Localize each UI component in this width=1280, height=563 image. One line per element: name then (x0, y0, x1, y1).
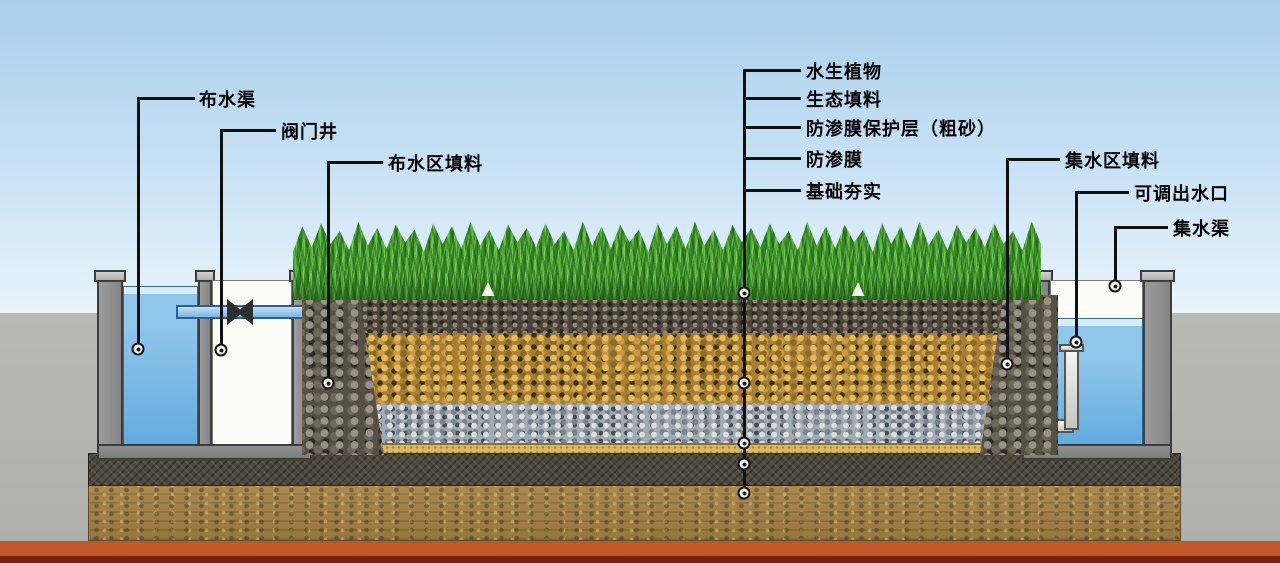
distribution-zone-rock-fill (302, 295, 384, 455)
leader-line (222, 129, 276, 132)
point-marker (321, 376, 335, 390)
left-bottom-slab (97, 444, 312, 460)
leader-line (746, 97, 801, 100)
point-marker (737, 436, 751, 450)
bottom-strip-dark-red (0, 556, 1280, 563)
label-ecological-fill: 生态填料 (806, 90, 882, 110)
ecological-fill-layer (300, 333, 1032, 403)
point-marker (737, 457, 751, 471)
leader-line (746, 189, 801, 192)
leader-line (1114, 226, 1168, 229)
soil-layer (88, 485, 1181, 541)
label-collection-channel: 集水渠 (1173, 219, 1230, 239)
leader-line (220, 129, 223, 350)
point-marker (131, 342, 145, 356)
leader-line (1075, 191, 1129, 194)
label-valve-well: 阀门井 (281, 122, 338, 142)
label-impermeable-membrane: 防渗膜 (806, 150, 863, 170)
left-outer-wall (97, 280, 123, 446)
leader-line (137, 97, 140, 349)
right-outer-wall (1143, 280, 1172, 446)
adjustable-outlet-pipe-vertical (1064, 350, 1079, 430)
leader-line (1006, 158, 1060, 161)
leader-line (1006, 158, 1009, 364)
leader-line (139, 97, 195, 100)
top-gravel-layer (300, 297, 1032, 333)
point-marker (1108, 279, 1122, 293)
leader-line (1114, 226, 1117, 286)
point-marker (737, 486, 751, 500)
label-distribution-channel: 布水渠 (199, 90, 256, 110)
point-marker (1069, 335, 1083, 349)
label-adjustable-outlet: 可调出水口 (1134, 184, 1229, 204)
label-membrane-protection-layer: 防渗膜保护层（粗砂） (806, 119, 996, 139)
label-collection-zone-fill: 集水区填料 (1065, 151, 1160, 171)
label-distribution-zone-fill: 布水区填料 (388, 154, 483, 174)
point-marker (737, 376, 751, 390)
membrane-protection-sand-layer (300, 443, 1032, 453)
leader-line (327, 161, 330, 383)
label-aquatic-plants: 水生植物 (806, 62, 882, 82)
collection-zone-rock-fill (980, 295, 1058, 455)
bottom-strip-orange (0, 541, 1280, 556)
gray-gravel-layer (300, 403, 1032, 443)
leader-line (1075, 191, 1078, 342)
leader-line (329, 161, 383, 164)
point-marker (1000, 357, 1014, 371)
label-foundation-compaction: 基础夯实 (806, 182, 882, 202)
leader-line (746, 69, 801, 72)
point-marker (214, 343, 228, 357)
leader-line (743, 69, 746, 494)
point-marker (737, 286, 751, 300)
leader-line (746, 157, 801, 160)
leader-line (746, 126, 801, 129)
